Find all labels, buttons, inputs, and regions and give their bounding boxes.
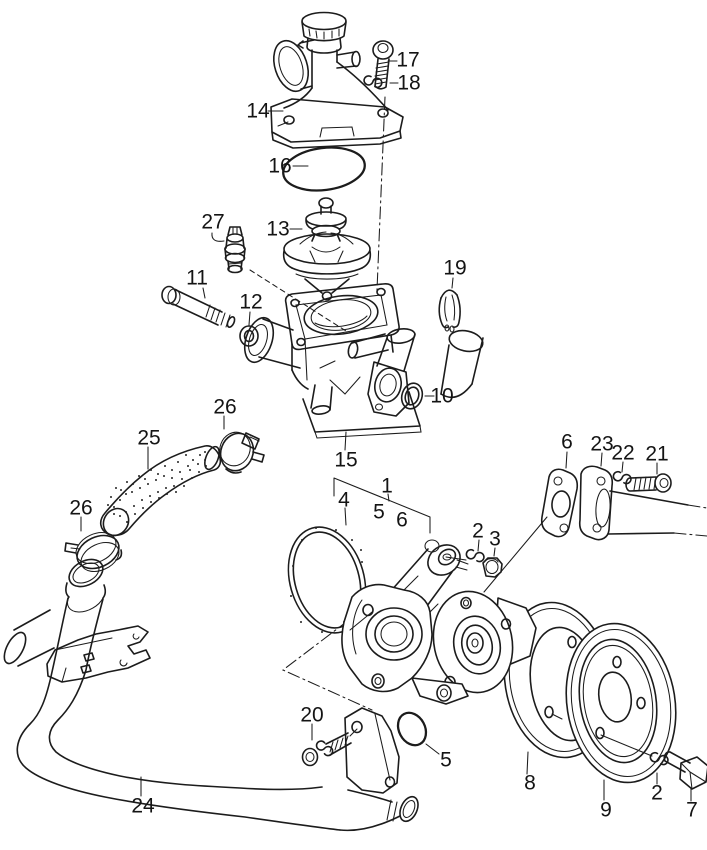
part-label-24: 24 [131, 795, 155, 818]
part-label-26-upper: 26 [213, 396, 236, 419]
pulley-bolt [663, 751, 707, 790]
coolant-hose [99, 445, 222, 537]
part-label-17: 17 [396, 49, 419, 72]
part-label-26-lower: 26 [69, 497, 92, 520]
thermostat [282, 197, 372, 301]
part-label-15: 15 [334, 449, 357, 472]
part-label-6-group: 6 [396, 509, 408, 532]
long-stud-bolt [161, 285, 236, 328]
pump-nut [482, 557, 503, 578]
assembly-bracket [333, 477, 431, 534]
part-label-2-lower: 2 [651, 782, 663, 805]
cover-oring [282, 146, 366, 192]
pipe-oring [396, 711, 428, 747]
part-label-22: 22 [611, 442, 634, 465]
bracket-bolt [301, 728, 358, 767]
pipe-end-elbow [339, 789, 419, 832]
part-label-4: 4 [338, 489, 350, 512]
center-axis-lines [281, 96, 386, 711]
part-label-10: 10 [430, 385, 453, 408]
hose-clamp-upper [219, 431, 265, 474]
part-label-25: 25 [137, 427, 160, 450]
part-label-12: 12 [239, 291, 262, 314]
pulley-half-front [565, 622, 677, 784]
part-label-14: 14 [246, 100, 270, 123]
thermostat-cover [270, 11, 404, 149]
part-label-16: 16 [268, 155, 291, 178]
pump-spring-washer [445, 547, 486, 564]
retaining-clip [438, 289, 461, 333]
part-label-7: 7 [686, 799, 698, 822]
part-label-6-gasket: 6 [561, 431, 573, 454]
part-label-11: 11 [186, 267, 208, 290]
part-label-2-upper: 2 [472, 520, 484, 543]
part-label-23: 23 [590, 433, 613, 456]
temperature-sensor [224, 226, 347, 332]
leader-lines [80, 60, 692, 802]
part-label-9: 9 [600, 799, 612, 822]
part-label-19: 19 [443, 257, 466, 280]
part-label-3: 3 [489, 528, 501, 551]
pipe-end-flange [344, 707, 400, 794]
flange-oring [400, 382, 424, 410]
flanged-water-pipe [578, 465, 707, 541]
part-label-5-group: 5 [373, 501, 385, 524]
part-label-13: 13 [266, 218, 289, 241]
cover-bolt [372, 40, 394, 90]
coolant-pipe [3, 558, 341, 831]
part-label-18: 18 [397, 72, 420, 95]
part-label-5-oring: 5 [440, 749, 452, 772]
water-pump-body [341, 539, 537, 705]
part-labels: 17 18 14 16 13 27 11 12 19 10 15 26 25 2… [69, 49, 698, 822]
part-label-20: 20 [300, 704, 323, 727]
pipe-bolt [625, 473, 672, 493]
hose-texture-dots [107, 451, 207, 523]
part-label-21: 21 [645, 443, 668, 466]
pipe-gasket [483, 468, 579, 593]
pipe-bracket [46, 625, 151, 683]
part-label-27: 27 [201, 211, 224, 234]
part-label-1: 1 [381, 475, 393, 498]
thermostat-housing [243, 283, 484, 439]
part-label-8: 8 [524, 772, 536, 795]
